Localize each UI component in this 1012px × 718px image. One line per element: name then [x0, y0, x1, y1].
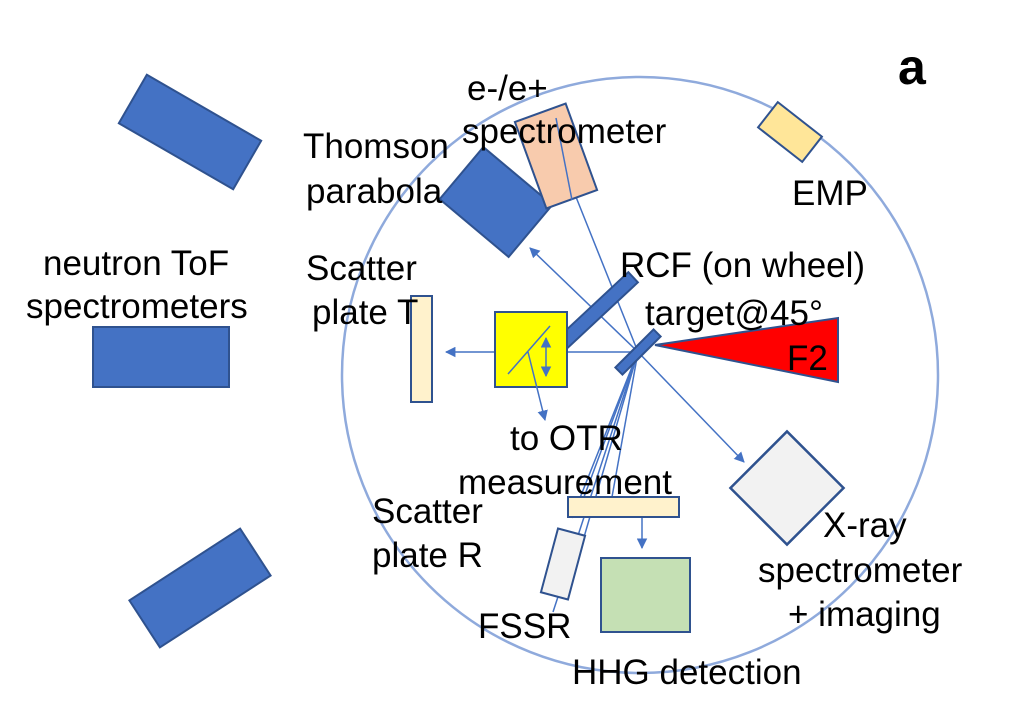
target-label: target@45° [645, 294, 823, 333]
neutron-label-line1: neutron ToF [43, 244, 229, 283]
f2-label: F2 [787, 339, 828, 378]
thomson-parabola-detector [438, 145, 554, 259]
scatter-plate-r [567, 496, 680, 518]
xray-label-line3: + imaging [788, 595, 941, 634]
hhg-label: HHG detection [572, 653, 802, 692]
xray-label-line2: spectrometer [758, 551, 963, 590]
fssr-label: FSSR [478, 607, 571, 646]
fssr-spectrometer [539, 527, 587, 601]
neutron-tof-detector-middle [92, 326, 230, 388]
ee-spectrometer-label-line1: e-/e+ [467, 69, 548, 108]
thomson-label-line2: parabola [306, 172, 443, 211]
laser-beam-f2 [654, 316, 839, 384]
xray-spectrometer [728, 429, 846, 547]
scatter-t-label-line2: plate T [312, 293, 418, 332]
xray-label-line1: X-ray [823, 506, 907, 545]
otr-label-line2: measurement [458, 463, 672, 502]
scatter-r-label-line2: plate R [372, 536, 483, 575]
rcf-label: RCF (on wheel) [620, 246, 865, 285]
hhg-detector [600, 557, 691, 633]
neutron-label-line2: spectrometers [26, 287, 248, 326]
otr-label-line1: to OTR [510, 419, 623, 458]
scatter-r-label-line1: Scatter [372, 492, 483, 531]
spectrometer-axis-line [555, 117, 573, 201]
emp-probe [756, 100, 824, 164]
thomson-label-line1: Thomson [303, 127, 449, 166]
scatter-t-label-line1: Scatter [306, 249, 417, 288]
vacuum-chamber [340, 75, 940, 675]
panel-label: a [898, 39, 927, 95]
ee-spectrometer-label-line2: spectrometer [462, 112, 667, 151]
neutron-tof-detector-top [117, 73, 263, 191]
scatter-plate-t [410, 295, 433, 403]
neutron-tof-detector-bottom [128, 527, 272, 649]
otr-mirror-assembly [494, 311, 568, 422]
target [613, 327, 663, 377]
emp-label: EMP [792, 174, 868, 213]
